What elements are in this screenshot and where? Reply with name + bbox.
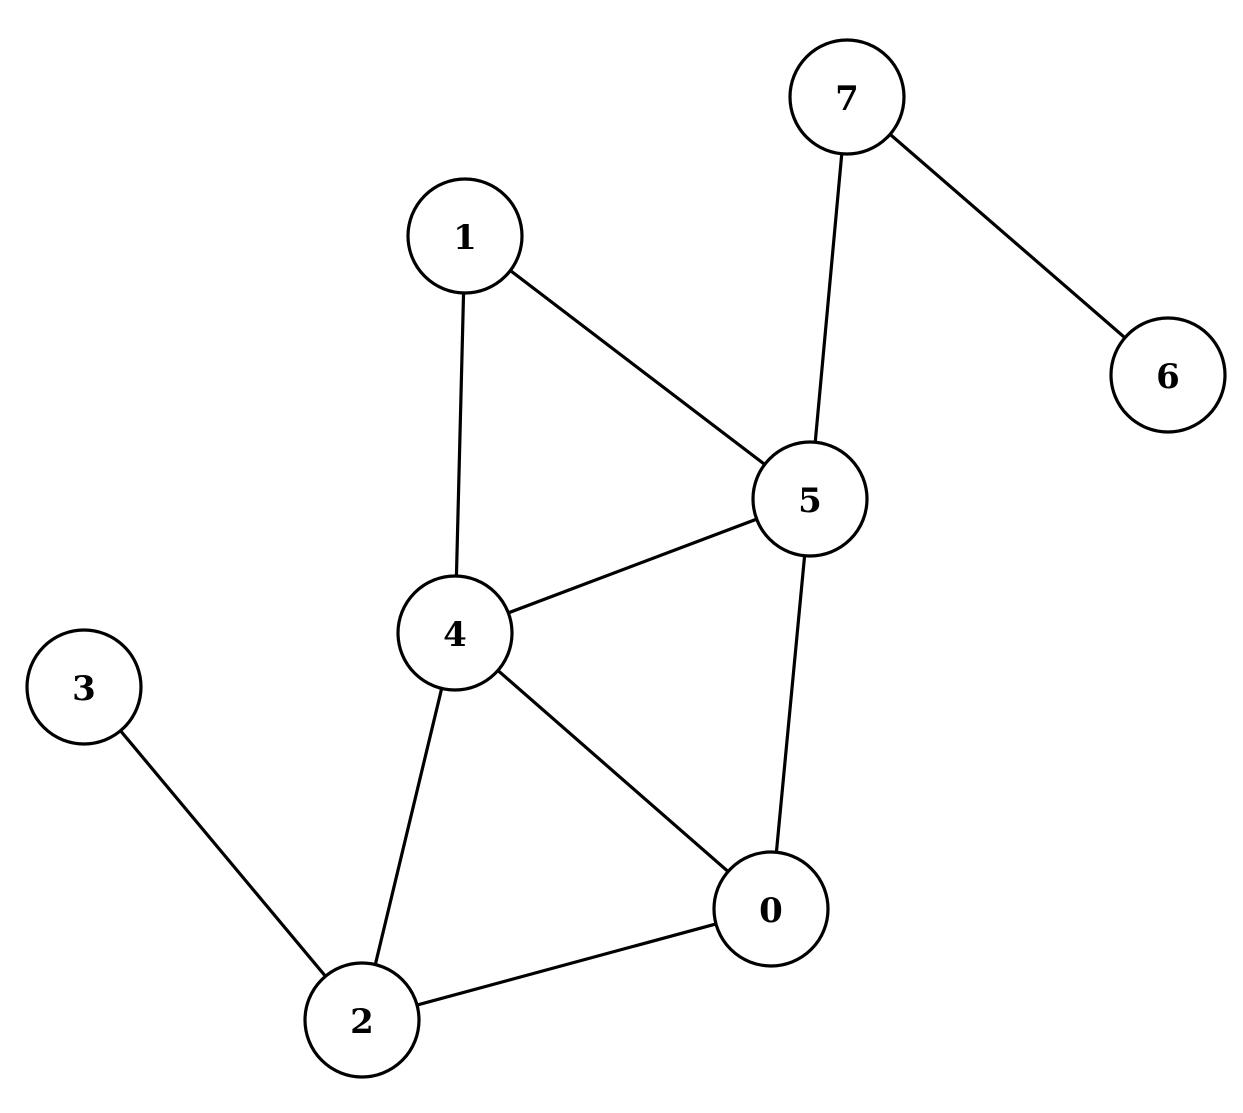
node-label: 5: [798, 481, 822, 521]
node-label: 7: [835, 79, 859, 119]
edge-4-2: [360, 631, 457, 1022]
node-label: 4: [443, 615, 467, 655]
node-0: 0: [712, 850, 830, 968]
node-5: 5: [751, 440, 869, 558]
edge-2-0: [360, 907, 773, 1022]
node-1: 1: [406, 177, 524, 295]
node-7: 7: [788, 38, 906, 156]
node-label: 3: [72, 669, 96, 709]
edges-layer: [82, 95, 1170, 1022]
edge-7-5: [808, 95, 849, 501]
node-circle: [1109, 316, 1227, 434]
node-6: 6: [1109, 316, 1227, 434]
node-label: 2: [350, 1002, 374, 1042]
edge-1-4: [453, 234, 467, 635]
node-circle: [303, 961, 421, 1079]
node-circle: [712, 850, 830, 968]
node-label: 0: [759, 891, 783, 931]
node-label: 1: [453, 218, 477, 258]
node-4: 4: [396, 574, 514, 692]
node-circle: [406, 177, 524, 295]
edge-5-0: [769, 497, 812, 911]
edge-1-5: [463, 234, 812, 501]
node-circle: [751, 440, 869, 558]
node-circle: [788, 38, 906, 156]
nodes-layer: 0 1 2 3 4 5 6 7: [25, 38, 1227, 1079]
node-3: 3: [25, 628, 143, 746]
node-2: 2: [303, 961, 421, 1079]
node-circle: [396, 574, 514, 692]
edge-3-2: [82, 685, 364, 1022]
edge-4-0: [453, 631, 773, 911]
edge-4-5: [453, 497, 812, 635]
node-label: 6: [1156, 357, 1180, 397]
edge-7-6: [845, 95, 1170, 377]
node-circle: [25, 628, 143, 746]
